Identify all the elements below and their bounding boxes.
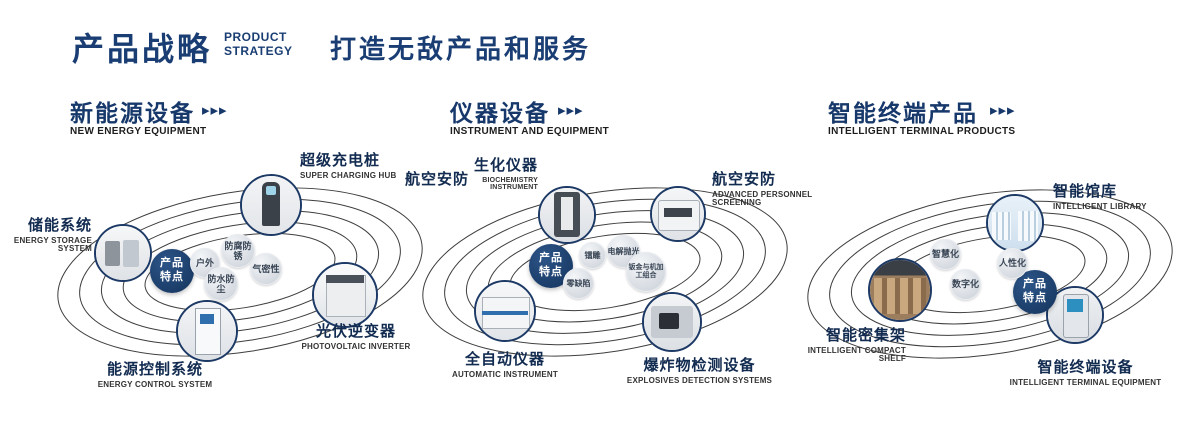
section-title-new-energy: 新能源设备 xyxy=(70,100,195,126)
label-energy-control-en: ENERGY CONTROL SYSTEM xyxy=(97,379,213,389)
label-explosives-detection-en: EXPLOSIVES DETECTION SYSTEMS xyxy=(626,375,773,385)
product-image-energy-storage xyxy=(94,224,152,282)
feature-bubble-anticorrosion: 防腐防锈 xyxy=(221,234,255,268)
label-intelligent-library-cn: 智能馆库 xyxy=(1053,183,1118,200)
label-pv-inverter-cn: 光伏逆变器 xyxy=(315,323,396,340)
feature-bubble-digital: 数字化 xyxy=(950,269,981,300)
energy-control-photo xyxy=(178,302,236,360)
section-title-instruments: 仪器设备 xyxy=(450,100,550,126)
label-aviation-security-left: 航空安防 xyxy=(405,171,485,189)
label-compact-shelf-cn: 智能密集架 xyxy=(825,327,906,344)
explosives-detection-photo xyxy=(644,294,700,350)
label-terminal-equipment: 智能终端设备 INTELLIGENT TERMINAL EQUIPMENT xyxy=(1003,359,1168,387)
product-image-energy-control xyxy=(176,300,238,362)
label-terminal-equipment-cn: 智能终端设备 xyxy=(1037,359,1134,376)
badge-line2: 特点 xyxy=(539,266,563,278)
intelligent-library-photo xyxy=(988,196,1042,250)
slogan-text: 打造无敌产品和服务 xyxy=(330,34,592,64)
energy-storage-photo xyxy=(96,226,150,280)
product-features-badge-instruments: 产品 特点 xyxy=(529,244,573,288)
super-charger-photo xyxy=(242,176,300,234)
label-aviation-security-left-cn: 航空安防 xyxy=(405,171,470,188)
product-features-badge-intelligent-terminal: 产品 特点 xyxy=(1013,270,1057,314)
badge-line1: 产品 xyxy=(539,252,563,265)
label-pv-inverter-en: PHOTOVOLTAIC INVERTER xyxy=(301,341,411,351)
feature-bubble-zero-defect: 零缺陷 xyxy=(563,268,594,299)
label-energy-storage-en: ENERGY STORAGE SYSTEM xyxy=(13,235,92,254)
label-biochem-instrument-cn: 生化仪器 xyxy=(473,157,538,174)
label-energy-control-cn: 能源控制系统 xyxy=(106,361,203,378)
automatic-instrument-photo xyxy=(476,282,534,340)
label-automatic-instrument-en: AUTOMATIC INSTRUMENT xyxy=(452,369,558,379)
product-image-intelligent-library xyxy=(986,194,1044,252)
feature-bubble-laser-engraving: 镭雕 xyxy=(579,242,606,269)
pv-inverter-photo xyxy=(314,264,376,326)
label-super-charger: 超级充电桩 SUPER CHARGING HUB xyxy=(300,152,430,180)
product-image-personnel-screening xyxy=(650,186,706,242)
section-subtitle-new-energy: NEW ENERGY EQUIPMENT xyxy=(70,126,207,137)
label-intelligent-library: 智能馆库 INTELLIGENT LIBRARY xyxy=(1053,183,1183,211)
feature-bubble-sheetmetal-machining: 钣金与机加工组合 xyxy=(626,252,666,292)
personnel-screening-photo xyxy=(652,188,704,240)
triple-arrow-icon: ▸▸▸ xyxy=(990,102,1016,119)
product-image-pv-inverter xyxy=(312,262,378,328)
label-automatic-instrument-cn: 全自动仪器 xyxy=(464,351,545,368)
product-image-super-charger xyxy=(240,174,302,236)
label-energy-storage: 储能系统 ENERGY STORAGE SYSTEM xyxy=(4,217,92,254)
label-personnel-screening-en: ADVANCED PERSONNEL SCREENING xyxy=(712,189,813,208)
label-biochem-instrument: 生化仪器 BIOCHEMISTRY INSTRUMENT xyxy=(448,157,538,192)
label-explosives-detection-cn: 爆炸物检测设备 xyxy=(643,357,756,374)
label-super-charger-cn: 超级充电桩 xyxy=(300,152,381,169)
feature-bubble-airtight: 气密性 xyxy=(250,253,282,285)
section-subtitle-intelligent-terminal: INTELLIGENT TERMINAL PRODUCTS xyxy=(828,126,1016,137)
label-personnel-screening-cn: 航空安防 xyxy=(712,171,777,188)
label-compact-shelf: 智能密集架 INTELLIGENT COMPACT SHELF xyxy=(798,327,906,364)
label-personnel-screening: 航空安防 ADVANCED PERSONNEL SCREENING xyxy=(712,171,822,208)
label-super-charger-en: SUPER CHARGING HUB xyxy=(300,170,397,180)
label-pv-inverter: 光伏逆变器 PHOTOVOLTAIC INVERTER xyxy=(295,323,417,351)
label-terminal-equipment-en: INTELLIGENT TERMINAL EQUIPMENT xyxy=(1009,377,1162,387)
label-explosives-detection: 爆炸物检测设备 EXPLOSIVES DETECTION SYSTEMS xyxy=(612,357,787,385)
label-compact-shelf-en: INTELLIGENT COMPACT SHELF xyxy=(807,345,906,364)
triple-arrow-icon: ▸▸▸ xyxy=(202,102,228,119)
compact-shelf-photo xyxy=(870,260,930,320)
section-title-intelligent-terminal: 智能终端产品 xyxy=(828,100,978,126)
biochem-instrument-photo xyxy=(540,188,594,242)
product-image-automatic-instrument xyxy=(474,280,536,342)
terminal-equipment-photo xyxy=(1048,288,1102,342)
page-title: 产品战略 xyxy=(72,31,213,67)
label-biochem-instrument-en: BIOCHEMISTRY INSTRUMENT xyxy=(482,176,538,192)
page-title-en-line1: PRODUCT xyxy=(224,30,287,44)
page-title-english: PRODUCT STRATEGY xyxy=(224,30,293,59)
product-image-compact-shelf xyxy=(868,258,932,322)
label-energy-control: 能源控制系统 ENERGY CONTROL SYSTEM xyxy=(75,361,235,389)
feature-bubble-waterproof: 防水防尘 xyxy=(204,267,238,301)
label-automatic-instrument: 全自动仪器 AUTOMATIC INSTRUMENT xyxy=(443,351,567,379)
product-image-explosives-detection xyxy=(642,292,702,352)
triple-arrow-icon: ▸▸▸ xyxy=(558,102,584,119)
product-image-biochem-instrument xyxy=(538,186,596,244)
badge-line1: 产品 xyxy=(160,257,184,270)
orbit-rings-intelligent-terminal xyxy=(807,189,1173,359)
product-features-badge-new-energy: 产品 特点 xyxy=(150,249,194,293)
feature-bubble-intelligent: 智慧化 xyxy=(930,239,961,270)
label-energy-storage-cn: 储能系统 xyxy=(27,217,92,234)
badge-line2: 特点 xyxy=(160,271,184,283)
label-intelligent-library-en: INTELLIGENT LIBRARY xyxy=(1053,201,1147,211)
section-subtitle-instruments: INSTRUMENT AND EQUIPMENT xyxy=(450,126,610,137)
feature-bubble-humanized: 人性化 xyxy=(997,248,1028,279)
badge-line2: 特点 xyxy=(1023,292,1047,304)
page-title-en-line2: STRATEGY xyxy=(224,43,293,58)
badge-line1: 产品 xyxy=(1023,278,1047,291)
